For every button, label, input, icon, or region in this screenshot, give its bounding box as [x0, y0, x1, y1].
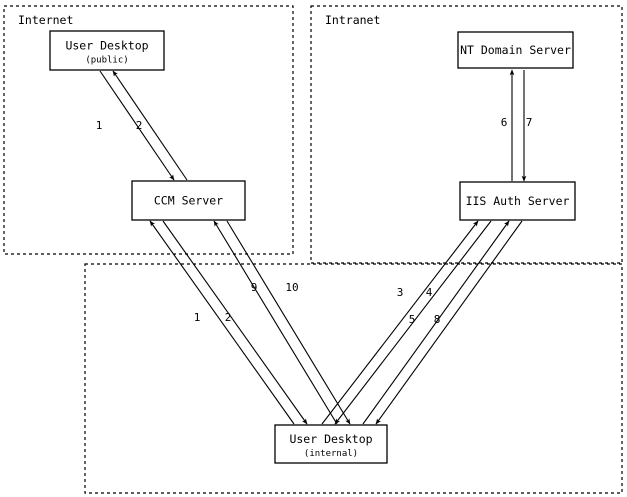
node-box-nt-domain-server[interactable] [457, 31, 574, 69]
node-iis-auth-server[interactable]: IIS Auth Server [459, 181, 576, 221]
edge-e2-ccm-to-public [112, 70, 188, 181]
edge-label-e10-ccm-to-internal: 10 [285, 281, 298, 294]
zone-boundary-intranet [310, 5, 623, 264]
edge-e3-internal-to-iis [321, 220, 479, 425]
edge-label-e4-iis-to-internal: 4 [426, 286, 433, 299]
node-title-user-desktop-internal: User Desktop [289, 432, 372, 446]
node-subtitle-user-desktop-internal: (internal) [304, 449, 358, 459]
edge-e1-internal-to-ccm [149, 220, 295, 425]
zone-boundary-internet [3, 5, 294, 255]
nodes-group: User Desktop (public) CCM Server NT Domain … [49, 30, 576, 464]
edge-e9-internal-to-ccm [213, 220, 338, 425]
edge-label-e9-internal-to-ccm: 9 [251, 281, 258, 294]
zone-label-internet: Internet [18, 13, 73, 27]
edge-label-e1-internal-to-ccm: 1 [194, 311, 201, 324]
node-user-desktop-internal[interactable]: User Desktop (internal) [274, 424, 388, 464]
edge-e2-ccm-to-internal [162, 220, 308, 425]
edges-group [99, 69, 527, 425]
zones-group: Internet Intranet [3, 5, 623, 494]
node-title-user-desktop-public: User Desktop [65, 39, 148, 53]
zone-internal [84, 263, 623, 494]
node-user-desktop-public[interactable]: User Desktop (public) [49, 30, 165, 71]
edge-label-e2-ccm-to-public: 2 [136, 119, 143, 132]
edge-label-e8-iis-to-internal: 8 [434, 313, 441, 326]
node-subtitle-user-desktop-public: (public) [85, 56, 128, 66]
edge-e8-iis-to-internal [375, 220, 523, 425]
node-ccm-server[interactable]: CCM Server [131, 180, 246, 221]
node-box-ccm-server[interactable] [131, 180, 246, 221]
edge-labels-group: 1 2 1 2 9 10 3 4 5 8 6 7 [96, 116, 533, 326]
edge-e10-ccm-to-internal [226, 220, 351, 425]
edge-e1-public-to-ccm [99, 70, 175, 181]
edge-label-e6-iis-to-nt: 6 [501, 116, 508, 129]
edge-label-e7-nt-to-iis: 7 [526, 116, 533, 129]
node-box-user-desktop-public[interactable] [49, 30, 165, 71]
edge-label-e1-public-to-ccm: 1 [96, 119, 103, 132]
node-box-user-desktop-internal[interactable] [274, 424, 388, 464]
node-box-iis-auth-server[interactable] [459, 181, 576, 221]
edge-label-e3-internal-to-iis: 3 [397, 286, 404, 299]
zone-label-intranet: Intranet [325, 13, 380, 27]
zone-intranet: Intranet [310, 5, 623, 264]
node-title-nt-domain-server: NT Domain Server [460, 43, 571, 57]
edge-label-e2-ccm-to-internal: 2 [225, 311, 232, 324]
edge-e5-internal-to-iis [362, 220, 510, 425]
node-title-ccm-server: CCM Server [154, 194, 223, 208]
edge-label-e5-internal-to-iis: 5 [409, 313, 416, 326]
zone-internet: Internet [3, 5, 294, 255]
zone-boundary-internal [84, 263, 623, 494]
node-nt-domain-server[interactable]: NT Domain Server [457, 31, 574, 69]
node-title-iis-auth-server: IIS Auth Server [466, 194, 570, 208]
edge-e4-iis-to-internal [334, 220, 492, 425]
